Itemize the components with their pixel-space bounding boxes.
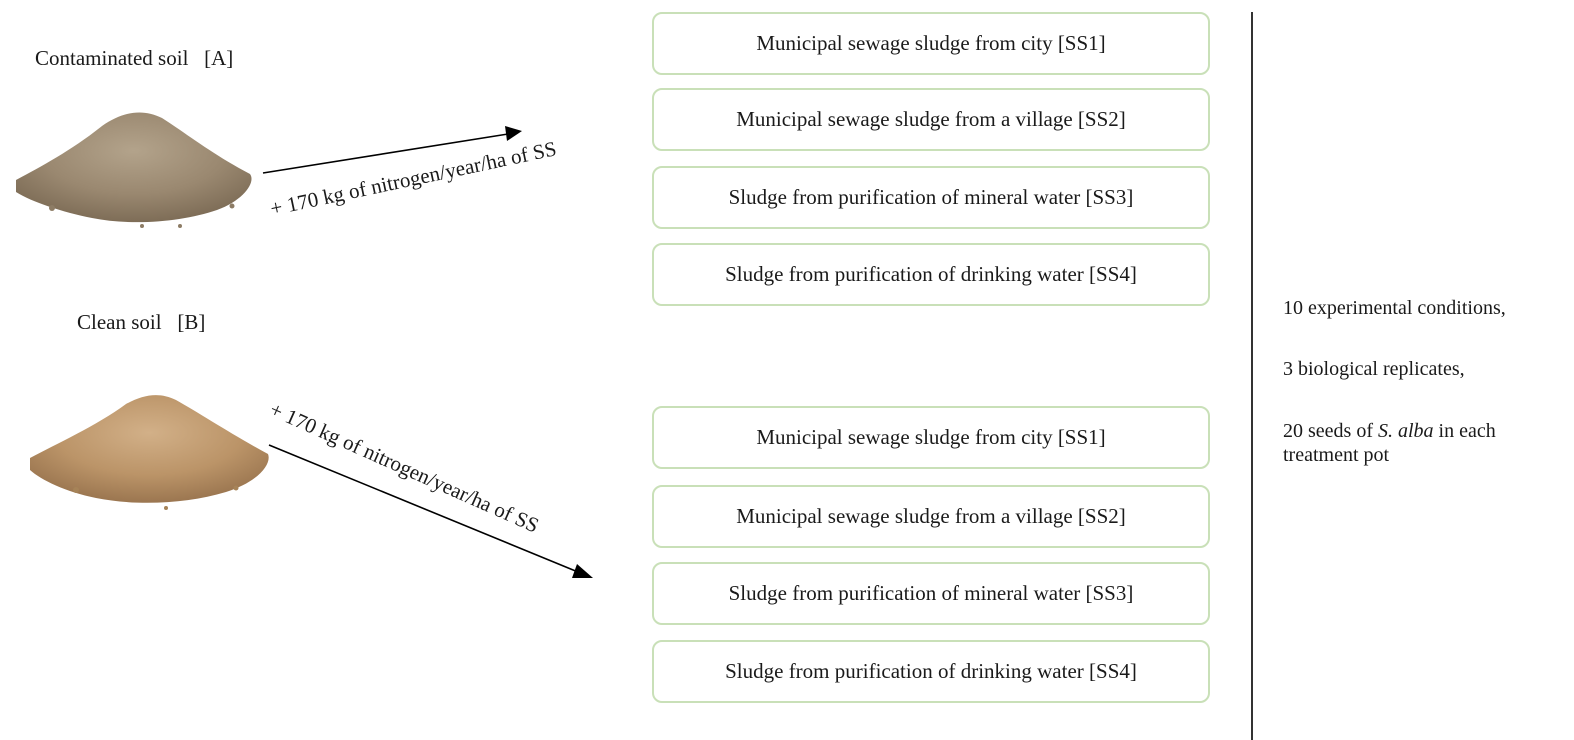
info-seeds-line2: treatment pot (1283, 444, 1390, 466)
info-replicates: 3 biological replicates, (1283, 358, 1465, 380)
info-seeds-suffix: in each (1433, 420, 1496, 442)
group-a-box-ss1: Municipal sewage sludge from city [SS1] (652, 12, 1210, 75)
soil-a-label: Contaminated soil [A] (35, 46, 234, 70)
info-seeds-prefix: 20 seeds of (1283, 420, 1378, 442)
info-conditions: 10 experimental conditions, (1283, 297, 1506, 319)
group-b-box-ss3: Sludge from purification of mineral wate… (652, 562, 1210, 625)
group-b-box-ss4: Sludge from purification of drinking wat… (652, 640, 1210, 703)
soil-b-label: Clean soil [B] (77, 310, 206, 334)
group-b-box-ss2: Municipal sewage sludge from a village [… (652, 485, 1210, 548)
group-b-box-ss1: Municipal sewage sludge from city [SS1] (652, 406, 1210, 469)
group-a-box-ss3: Sludge from purification of mineral wate… (652, 166, 1210, 229)
group-a-box-ss4: Sludge from purification of drinking wat… (652, 243, 1210, 306)
divider-line (1251, 12, 1253, 740)
group-a-box-ss2: Municipal sewage sludge from a village [… (652, 88, 1210, 151)
info-seeds: 20 seeds of S. alba in each treatment po… (1283, 419, 1573, 467)
soil-a-image (16, 112, 252, 228)
info-seeds-species: S. alba (1377, 420, 1434, 442)
soil-b-image (30, 395, 269, 510)
